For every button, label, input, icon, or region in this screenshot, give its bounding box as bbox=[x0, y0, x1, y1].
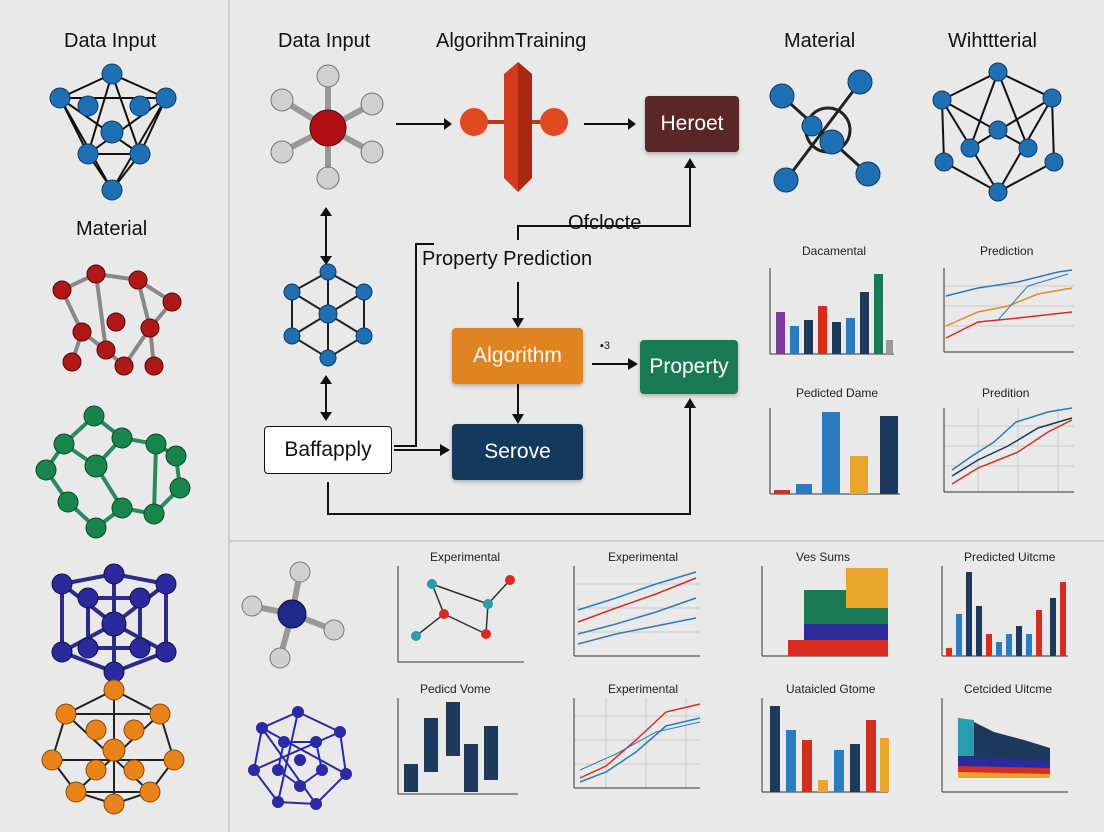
chart7-title: Ves Sums bbox=[796, 550, 851, 564]
left-material-label: Material bbox=[76, 218, 148, 240]
baffapply-box: Baffapply bbox=[264, 426, 392, 474]
red-ring-molecule-icon bbox=[52, 264, 182, 376]
blue-hexagon-molecule-icon bbox=[283, 263, 373, 367]
purple-cluster-molecule-icon bbox=[51, 563, 177, 683]
blue-network-molecule-icon bbox=[932, 62, 1064, 202]
chart6-lines bbox=[573, 566, 700, 657]
chart11-title: Uataicled Gtome bbox=[786, 682, 876, 696]
chart2-lines bbox=[943, 268, 1074, 353]
header-material: Material bbox=[784, 30, 856, 52]
chart1-bars bbox=[769, 268, 894, 355]
chart10-lines bbox=[573, 698, 701, 789]
green-network-molecule-icon bbox=[35, 405, 191, 539]
chart8-bars bbox=[941, 566, 1068, 657]
arrow-right-2 bbox=[584, 118, 636, 130]
orange-cage-molecule-icon bbox=[41, 679, 185, 815]
chart4-lines bbox=[943, 407, 1074, 493]
left-data-input-label: Data Input bbox=[64, 30, 157, 52]
algorithm-prism-icon bbox=[460, 62, 568, 192]
chart9-bars bbox=[397, 698, 518, 795]
chart12-title: Cetcided Uitcme bbox=[964, 682, 1053, 696]
header-whtterial: Wihttterial bbox=[948, 30, 1037, 52]
serove-box: Serove bbox=[452, 424, 583, 480]
flow-connectors bbox=[327, 158, 696, 515]
heroet-box: Heroet bbox=[645, 96, 739, 152]
chart12-area bbox=[941, 698, 1068, 793]
header-data-input: Data Input bbox=[278, 30, 371, 52]
chart3-title: Pedicted Dame bbox=[796, 386, 879, 400]
chart3-bars bbox=[769, 408, 900, 495]
chart7-stacked bbox=[761, 566, 888, 657]
chart5-scatter bbox=[397, 566, 524, 663]
chart6-title: Experimental bbox=[608, 550, 679, 564]
chart11-bars bbox=[761, 698, 889, 793]
red-center-molecule-icon bbox=[270, 64, 384, 190]
chart1-title: Dacamental bbox=[802, 244, 867, 258]
double-arrow-1 bbox=[320, 207, 332, 265]
ofclocte-label: Ofclocte bbox=[568, 212, 642, 234]
chart4-title: Predition bbox=[982, 386, 1030, 400]
navy-center-molecule-icon bbox=[241, 561, 345, 669]
chart8-title: Predicted Uitcme bbox=[964, 550, 1056, 564]
horizontal-divider bbox=[230, 540, 1104, 542]
chart9-title: Pedicd Vome bbox=[420, 682, 491, 696]
mini-tag-label: ▪3 bbox=[600, 340, 611, 352]
blue-cage-molecule-icon bbox=[49, 63, 177, 201]
blue-wire-cage-molecule-icon bbox=[248, 706, 352, 810]
chart5-title: Experimental bbox=[430, 550, 501, 564]
header-algorithm-training: AlgorihmTraining bbox=[436, 30, 587, 52]
double-arrow-2 bbox=[320, 375, 332, 421]
chart2-title: Prediction bbox=[980, 244, 1034, 258]
chart10-title: Experimental bbox=[608, 682, 679, 696]
arrow-right-1 bbox=[396, 118, 452, 130]
algorithm-box: Algorithm bbox=[452, 328, 583, 384]
vertical-divider bbox=[228, 0, 230, 832]
property-box: Property bbox=[640, 340, 738, 394]
blue-cross-molecule-icon bbox=[769, 69, 881, 193]
property-prediction-label: Property Prediction bbox=[422, 248, 593, 270]
